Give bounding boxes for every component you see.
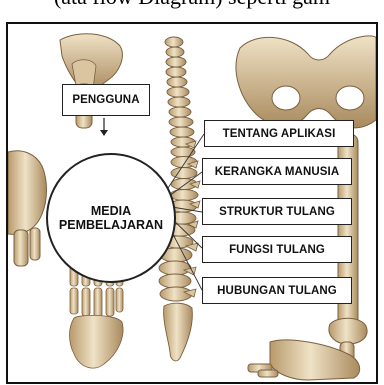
header-fragment-text: (ata flow Diagram) seperti gam — [0, 0, 384, 10]
media-pembelajaran-circle: MEDIA PEMBELAJARAN — [46, 153, 176, 283]
menu-item-tentang-aplikasi: TENTANG APLIKASI — [204, 120, 354, 147]
diagram-frame: PENGGUNA MEDIA PEMBELAJARAN TENTANG APLI… — [6, 22, 378, 384]
flow-arrow-head — [100, 130, 108, 136]
menu-item-hubungan-tulang: HUBUNGAN TULANG — [202, 277, 352, 304]
menu-item-fungsi-tulang: FUNGSI TULANG — [202, 236, 352, 263]
hub-label-line1: MEDIA — [91, 204, 131, 218]
pelvis-bone-illustration — [236, 36, 376, 128]
hub-label-line2: PEMBELAJARAN — [59, 218, 163, 232]
menu-item-kerangka-manusia: KERANGKA MANUSIA — [202, 158, 352, 185]
elbow-bone-illustration — [8, 151, 47, 266]
leg-foot-bones-illustration — [248, 318, 367, 380]
pengguna-box: PENGGUNA — [62, 84, 150, 116]
menu-item-struktur-tulang: STRUKTUR TULANG — [202, 198, 352, 225]
